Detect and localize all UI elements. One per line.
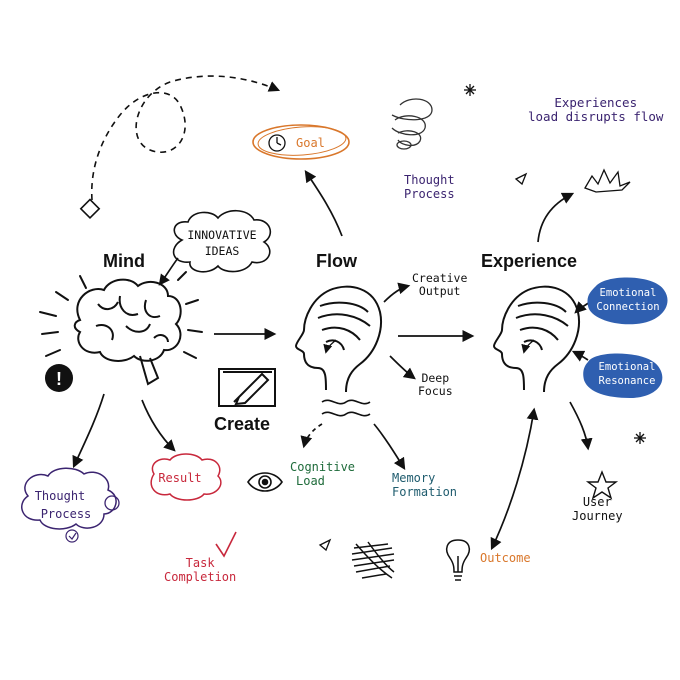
goal-ellipse	[252, 124, 350, 160]
outcome-label: Outcome	[480, 551, 531, 565]
check-mark-icon	[215, 531, 237, 558]
eye-icon	[247, 472, 283, 492]
goal-ellipse-sketch	[257, 126, 347, 156]
emotional-connection-label-1: Emotional	[600, 287, 657, 299]
mind-heading: Mind	[103, 251, 145, 271]
clock-icon	[268, 134, 286, 152]
innovative-ideas-label-1: INNOVATIVE	[187, 228, 256, 242]
spiral-doodle	[391, 98, 433, 150]
arrow-experience-up	[537, 192, 575, 243]
task-completion-label: Task Completion	[164, 556, 237, 584]
arrow-flow-to-memory	[373, 423, 406, 471]
thought-process-left-label-2: Process	[41, 507, 92, 521]
triangle-shape	[514, 172, 528, 186]
flow-heading: Flow	[316, 251, 357, 271]
brain-rays	[39, 271, 203, 359]
emotional-connection-blob	[587, 277, 668, 325]
flow-head-icon	[294, 285, 382, 393]
pencil-icon	[218, 368, 276, 407]
scribble-doodle	[351, 541, 395, 579]
emotional-connection-label-2: Connection	[596, 301, 659, 313]
diamond-shape	[79, 198, 101, 220]
arrow-flow-to-creative-output	[383, 282, 411, 303]
cognitive-load-label: Cognitive Load	[290, 460, 356, 488]
thought-process-left-label-1: Thought	[35, 489, 86, 503]
arrow-resonance-to-head	[571, 350, 589, 362]
wavy-lines	[321, 399, 371, 417]
thought-bubble	[104, 495, 120, 511]
triangle-shape	[318, 538, 332, 552]
star-icon	[585, 470, 619, 500]
thought-process-top-label: Thought Process	[404, 173, 455, 201]
memory-formation-label: Memory Formation	[392, 471, 458, 499]
burst-icon	[584, 168, 631, 193]
sparkle-icon	[464, 84, 476, 96]
arrow-flow-to-deep-focus	[389, 355, 416, 380]
experience-heading: Experience	[481, 251, 578, 271]
brain-icon	[73, 278, 182, 386]
arrow-flow-to-cognitive-load	[300, 423, 323, 449]
arrow-mind-to-ideas	[158, 257, 179, 286]
emotional-resonance-label-1: Emotional	[599, 361, 656, 373]
emotional-resonance-label-2: Resonance	[599, 375, 656, 387]
thought-process-cloud	[21, 467, 117, 530]
flow-head-arrow	[323, 339, 337, 354]
innovative-ideas-cloud	[172, 209, 272, 273]
arrow-experience-to-user-journey	[569, 401, 593, 451]
experience-head-icon	[492, 285, 580, 393]
result-label: Result	[158, 471, 201, 485]
alert-icon	[45, 364, 73, 392]
alert-glyph: !	[56, 369, 62, 389]
check-circle-icon	[65, 529, 79, 543]
innovative-ideas-label-2: IDEAS	[205, 244, 240, 258]
creative-output-label: Creative Output	[412, 271, 468, 299]
arrow-mind-to-result	[141, 399, 176, 452]
experience-head-arrow	[521, 339, 535, 354]
goal-label: Goal	[296, 136, 325, 150]
arrow-flow-to-goal	[304, 170, 343, 237]
emotional-resonance-blob	[583, 353, 663, 398]
arrow-mind-to-thought-process	[72, 393, 105, 469]
result-cloud	[150, 453, 222, 501]
create-heading: Create	[214, 414, 271, 434]
dashed-loop-arrow	[90, 75, 281, 201]
arrow-experience-to-outcome	[490, 407, 539, 551]
lightbulb-icon	[445, 539, 471, 581]
experiences-load-label: Experiences load disrupts flow	[528, 95, 664, 125]
sparkle-icon	[634, 432, 646, 444]
user-journey-label: User Journey	[572, 495, 623, 523]
deep-focus-label: Deep Focus	[418, 371, 453, 399]
check-mark-small	[68, 532, 77, 540]
